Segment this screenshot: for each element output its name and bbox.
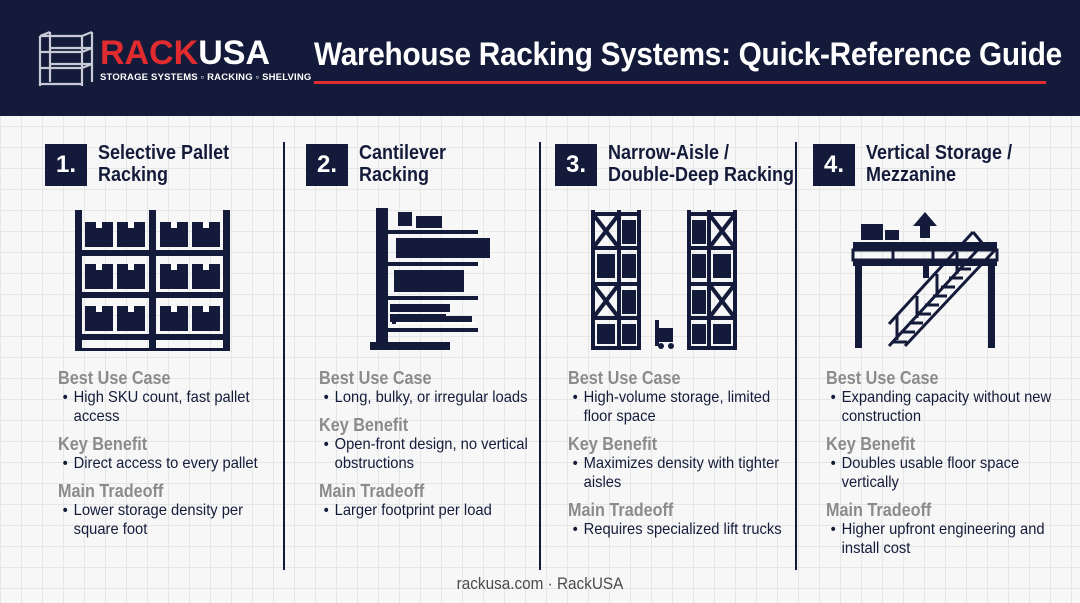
key-benefit-text: Open-front design, no vertical obstructi…: [319, 435, 549, 473]
key-benefit-text: Doubles usable floor space vertically: [826, 454, 1056, 492]
mezzanine-icon: [851, 212, 999, 348]
footer-credit[interactable]: rackusa.com · RackUSA: [456, 574, 624, 593]
section-title: Selective Pallet Racking: [98, 142, 230, 186]
section-number: 1.: [45, 144, 87, 186]
logo-tagline: STORAGE SYSTEMS ▫ RACKING ▫ SHELVING: [100, 72, 312, 83]
tradeoff-heading: Main Tradeoff: [58, 481, 164, 501]
rackusa-logo: RACKUSA STORAGE SYSTEMS ▫ RACKING ▫ SHEL…: [36, 30, 311, 90]
best-use-text: Expanding capacity without new construct…: [826, 388, 1056, 426]
section-info: Best Use Case Long, bulky, or irregular …: [319, 368, 559, 528]
tradeoff-text: Higher upfront engineering and install c…: [826, 520, 1056, 558]
key-benefit-text: Maximizes density with tighter aisles: [568, 454, 798, 492]
best-use-heading: Best Use Case: [568, 368, 681, 388]
title-underline: [314, 81, 1046, 84]
column-narrow-aisle: 3. Narrow-Aisle / Double-Deep Racking: [555, 140, 811, 580]
tradeoff-text: Lower storage density per square foot: [58, 501, 288, 539]
tradeoff-text: Requires specialized lift trucks: [568, 520, 798, 539]
column-selective-pallet: 1. Selective Pallet Racking: [45, 140, 301, 580]
best-use-text: High-volume storage, limited floor space: [568, 388, 798, 426]
key-benefit-text: Direct access to every pallet: [58, 454, 288, 473]
rack-logo-icon: [38, 30, 94, 86]
tradeoff-heading: Main Tradeoff: [826, 500, 932, 520]
section-info: Best Use Case High SKU count, fast palle…: [58, 368, 298, 547]
section-number: 3.: [555, 144, 597, 186]
tradeoff-text: Larger footprint per load: [319, 501, 549, 520]
logo-wordmark: RACKUSA: [100, 34, 271, 72]
column-divider: [283, 142, 285, 570]
column-cantilever: 2. Cantilever Racking Best Use Case Long…: [306, 140, 562, 580]
section-info: Best Use Case High-volume storage, limit…: [568, 368, 808, 547]
key-benefit-heading: Key Benefit: [58, 434, 148, 454]
section-title: Cantilever Racking: [359, 142, 447, 186]
column-divider: [795, 142, 797, 570]
section-number: 2.: [306, 144, 348, 186]
best-use-heading: Best Use Case: [58, 368, 171, 388]
key-benefit-heading: Key Benefit: [319, 415, 409, 435]
best-use-text: Long, bulky, or irregular loads: [319, 388, 549, 407]
cantilever-rack-icon: [370, 208, 490, 350]
page-title: Warehouse Racking Systems: Quick-Referen…: [314, 36, 1062, 72]
column-mezzanine: 4. Vertical Storage / Mezzanine: [813, 140, 1069, 580]
column-divider: [539, 142, 541, 570]
best-use-heading: Best Use Case: [826, 368, 939, 388]
narrow-aisle-rack-icon: [591, 210, 737, 350]
tradeoff-heading: Main Tradeoff: [319, 481, 425, 501]
section-title: Vertical Storage / Mezzanine: [866, 142, 1013, 186]
key-benefit-heading: Key Benefit: [826, 434, 916, 454]
section-number: 4.: [813, 144, 855, 186]
key-benefit-heading: Key Benefit: [568, 434, 658, 454]
header-banner: RACKUSA STORAGE SYSTEMS ▫ RACKING ▫ SHEL…: [0, 0, 1080, 116]
section-info: Best Use Case Expanding capacity without…: [826, 368, 1066, 566]
selective-pallet-rack-icon: [75, 210, 230, 351]
best-use-text: High SKU count, fast pallet access: [58, 388, 288, 426]
tradeoff-heading: Main Tradeoff: [568, 500, 674, 520]
best-use-heading: Best Use Case: [319, 368, 432, 388]
section-title: Narrow-Aisle / Double-Deep Racking: [608, 142, 795, 186]
